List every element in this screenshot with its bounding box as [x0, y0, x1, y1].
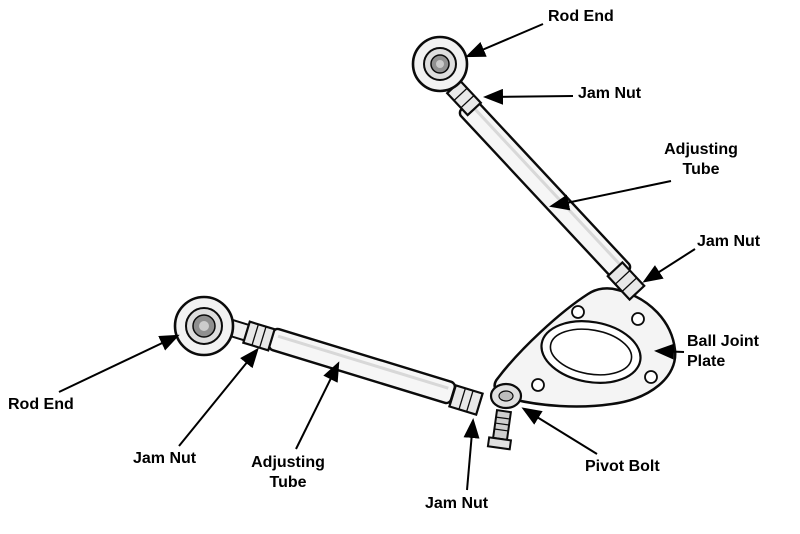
leader-arrows: [58, 23, 696, 491]
jam-nut-top-arrow: [483, 88, 574, 105]
rod-end-top-arrow: [465, 23, 544, 58]
plate-bolt-hole: [631, 312, 645, 326]
rod-end-left-arrow: [58, 334, 180, 393]
right-jam-nut-shape: [606, 260, 646, 302]
adjusting-tube-upper-label: Adjusting Tube: [664, 141, 738, 178]
jam-nut-right-label: Jam Nut: [697, 233, 761, 250]
adjusting-tube-lower-label: Adjusting Tube: [251, 454, 325, 491]
jam-nut-bottom-label: Jam Nut: [425, 495, 489, 512]
jam-nut-bottom-arrow: [463, 418, 480, 491]
lower-rod-end-shape: [173, 295, 235, 357]
ball-joint-plate-label: Ball Joint Plate: [687, 333, 760, 370]
ball-joint-plate-arrow: [654, 343, 685, 360]
plate-bolt-hole: [571, 305, 585, 319]
jam-nut-lower-left-arrow: [178, 347, 259, 447]
plate-bolt-hole: [531, 378, 545, 392]
rod-end-top-label: Rod End: [548, 8, 614, 25]
rod-end-left-label: Rod End: [8, 396, 74, 413]
lower-adjusting-tube-shape: [267, 327, 457, 405]
upper-rod-end-shape: [411, 35, 469, 93]
bottom-jam-nut-shape: [448, 384, 484, 416]
pivot-bolt-shape: [486, 382, 523, 451]
pivot-bolt-arrow: [521, 407, 598, 455]
upper-adjusting-tube-shape: [458, 98, 632, 282]
jam-nut-right-arrow: [642, 248, 696, 283]
adjusting-tube-lower-arrow: [295, 361, 340, 450]
jam-nut-top-label: Jam Nut: [578, 85, 642, 102]
jam-nut-lower-left-label: Jam Nut: [133, 450, 197, 467]
plate-bolt-hole: [644, 370, 658, 384]
pivot-bolt-label: Pivot Bolt: [585, 458, 660, 475]
ball-joint-plate-shape: [493, 287, 677, 408]
adjusting-tube-upper-arrow: [549, 180, 672, 211]
lower-left-jam-nut-shape: [241, 320, 277, 352]
